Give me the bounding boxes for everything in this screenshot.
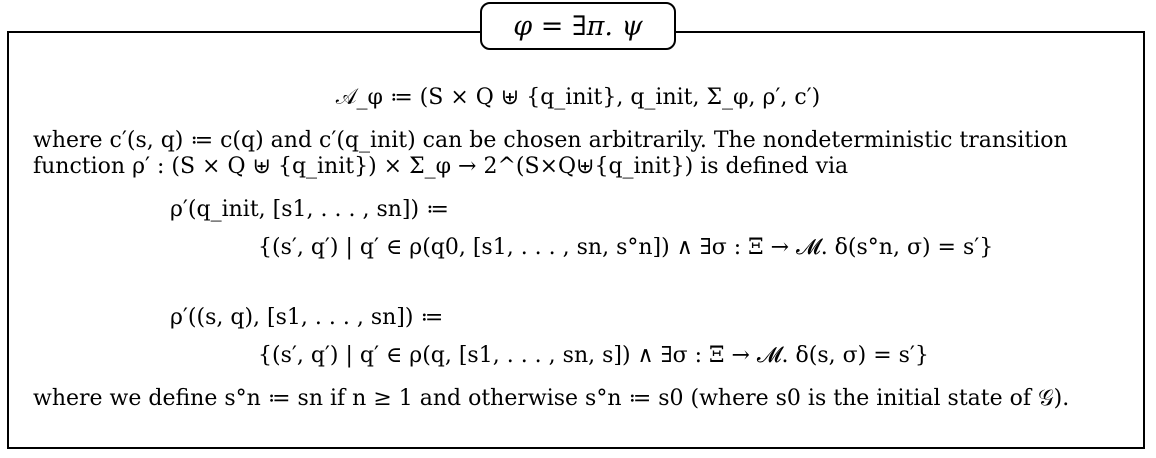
rho-init-lhs: ρ′(q_init, [s1, . . . , sn]) ≔ bbox=[170, 197, 449, 222]
text-line-3: where we define s°n ≔ sn if n ≥ 1 and ot… bbox=[33, 386, 1070, 411]
automaton-definition: 𝒜_φ ≔ (S × Q ⊎ {q_init}, q_init, Σ_φ, ρ′… bbox=[335, 85, 821, 110]
rho-state-rhs: {(s′, q′) | q′ ∈ ρ(q, [s1, . . . , sn, s… bbox=[258, 343, 929, 368]
rho-init-rhs: {(s′, q′) | q′ ∈ ρ(q0, [s1, . . . , sn, … bbox=[258, 235, 994, 260]
header-formula-tab: φ = ∃π. ψ bbox=[480, 2, 676, 50]
header-formula: φ = ∃π. ψ bbox=[513, 10, 643, 42]
rho-state-lhs: ρ′((s, q), [s1, . . . , sn]) ≔ bbox=[170, 305, 444, 330]
text-line-2: function ρ′ : (S × Q ⊎ {q_init}) × Σ_φ →… bbox=[33, 154, 849, 179]
text-line-1: where c′(s, q) ≔ c(q) and c′(q_init) can… bbox=[33, 128, 1068, 153]
